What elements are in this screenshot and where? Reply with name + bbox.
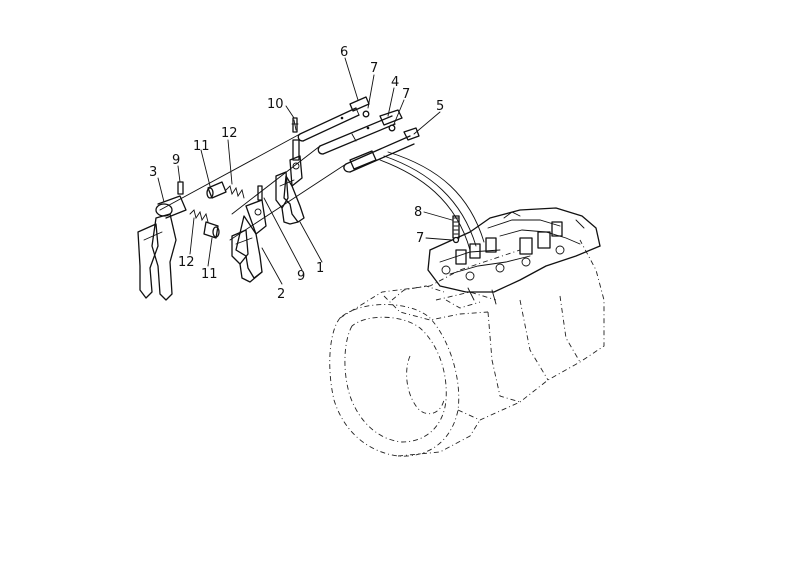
shift-rail-5 — [343, 127, 420, 173]
callout-11: 11 — [201, 267, 218, 282]
callout-labels: 6 7 4 7 5 10 12 11 9 3 8 7 12 11 1 9 2 — [149, 45, 444, 302]
assembly-leader-lines — [379, 151, 485, 251]
callout-leaders — [157, 57, 453, 285]
pin-9a — [177, 181, 184, 195]
shift-fork-2 — [231, 199, 267, 283]
transmission-case — [329, 239, 605, 457]
shift-rail-4 — [317, 109, 403, 155]
callout-3: 3 — [149, 165, 157, 180]
pin-10-body — [292, 117, 298, 133]
callout-11: 11 — [193, 139, 210, 154]
callout-4: 4 — [391, 75, 399, 90]
callout-8: 8 — [414, 205, 422, 220]
callout-7: 7 — [416, 231, 424, 246]
callout-2: 2 — [277, 287, 285, 302]
callout-12: 12 — [178, 255, 195, 270]
callout-12: 12 — [221, 126, 238, 141]
shift-fork-3 — [137, 195, 187, 301]
callout-1: 1 — [316, 261, 324, 276]
callout-7: 7 — [402, 87, 410, 102]
spring-12b — [189, 209, 209, 223]
pin-9b — [257, 185, 263, 201]
shift-fork-1 — [275, 139, 305, 225]
callout-7: 7 — [370, 61, 378, 76]
shift-rail-6 — [297, 96, 370, 142]
callout-6: 6 — [340, 45, 348, 60]
interlock-plunger-11a — [206, 181, 227, 199]
callout-9: 9 — [297, 269, 305, 284]
detent-ball-7a — [362, 110, 370, 118]
detent-spring-cover — [452, 215, 460, 244]
shifter-cover — [427, 207, 601, 305]
callout-5: 5 — [436, 99, 444, 114]
detent-ball-7b — [388, 124, 396, 132]
callout-10: 10 — [267, 97, 284, 112]
interlock-plunger-11b — [203, 221, 220, 239]
callout-9: 9 — [172, 153, 180, 168]
spring-12a — [225, 185, 245, 199]
